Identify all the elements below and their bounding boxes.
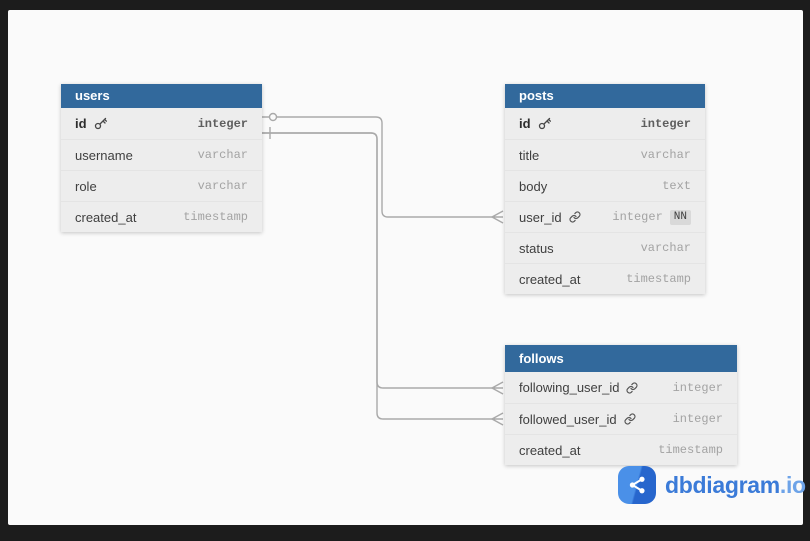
column-type: integer <box>672 380 723 395</box>
logo-text: dbdiagram.io <box>665 472 806 499</box>
column-type: integer <box>672 412 723 426</box>
table-row[interactable]: created_at timestamp <box>61 201 262 232</box>
logo-name: dbdiagram <box>665 471 780 498</box>
column-name: title <box>519 147 540 163</box>
column-name: id <box>75 116 87 131</box>
table-posts[interactable]: posts id integer title varchar body text… <box>505 84 705 294</box>
column-name: role <box>75 178 97 194</box>
column-name: user_id <box>519 209 562 225</box>
table-row[interactable]: user_id integer NN <box>505 201 705 232</box>
column-name: created_at <box>519 271 581 287</box>
column-type: varchar <box>197 179 248 193</box>
column-type: varchar <box>640 148 691 162</box>
table-header[interactable]: follows <box>505 345 737 372</box>
column-type: varchar <box>640 241 691 255</box>
column-name: following_user_id <box>519 380 620 395</box>
crow-foot-many-icon <box>491 210 504 224</box>
column-name: status <box>519 240 554 256</box>
link-icon <box>626 382 638 394</box>
relationship-users-follows-followed[interactable] <box>262 132 504 426</box>
logo-tld: .io <box>779 471 806 498</box>
table-row[interactable]: created_at timestamp <box>505 263 705 294</box>
table-row[interactable]: status varchar <box>505 232 705 263</box>
column-name: created_at <box>519 442 581 458</box>
crow-foot-many-icon <box>491 412 504 426</box>
dbdiagram-logo[interactable]: dbdiagram.io <box>618 466 806 504</box>
table-header[interactable]: users <box>61 84 262 108</box>
column-name: id <box>519 116 531 131</box>
key-icon <box>538 117 551 130</box>
not-null-badge: NN <box>669 209 691 225</box>
column-name: followed_user_id <box>519 411 617 427</box>
table-users[interactable]: users id integer username varchar role v… <box>61 84 262 232</box>
relationship-line[interactable] <box>262 116 492 218</box>
relationship-line[interactable] <box>262 132 492 420</box>
column-type: integer <box>197 116 248 131</box>
column-type: varchar <box>197 148 248 162</box>
key-icon <box>94 117 107 130</box>
table-header[interactable]: posts <box>505 84 705 108</box>
column-name: created_at <box>75 209 137 225</box>
column-name: body <box>519 178 548 194</box>
table-row[interactable]: role varchar <box>61 170 262 201</box>
link-icon <box>624 413 636 425</box>
column-type: text <box>662 179 691 193</box>
table-row[interactable]: id integer <box>61 108 262 139</box>
column-name: username <box>75 147 133 163</box>
table-row[interactable]: title varchar <box>505 139 705 170</box>
column-type: timestamp <box>183 210 248 224</box>
relationship-users-posts[interactable] <box>262 112 504 224</box>
crow-foot-many-icon <box>491 381 504 395</box>
column-type: timestamp <box>658 443 723 457</box>
table-row[interactable]: created_at timestamp <box>505 434 737 465</box>
table-follows[interactable]: follows following_user_id integer follow… <box>505 345 737 465</box>
table-row[interactable]: followed_user_id integer <box>505 403 737 434</box>
table-row[interactable]: username varchar <box>61 139 262 170</box>
column-type: integer <box>640 116 691 131</box>
table-row[interactable]: following_user_id integer <box>505 372 737 403</box>
table-row[interactable]: id integer <box>505 108 705 139</box>
column-type: integer <box>612 210 663 224</box>
link-icon <box>569 211 581 223</box>
share-network-icon <box>618 466 656 504</box>
zero-or-one-circle-icon <box>268 112 278 122</box>
table-row[interactable]: body text <box>505 170 705 201</box>
column-type: timestamp <box>626 272 691 286</box>
